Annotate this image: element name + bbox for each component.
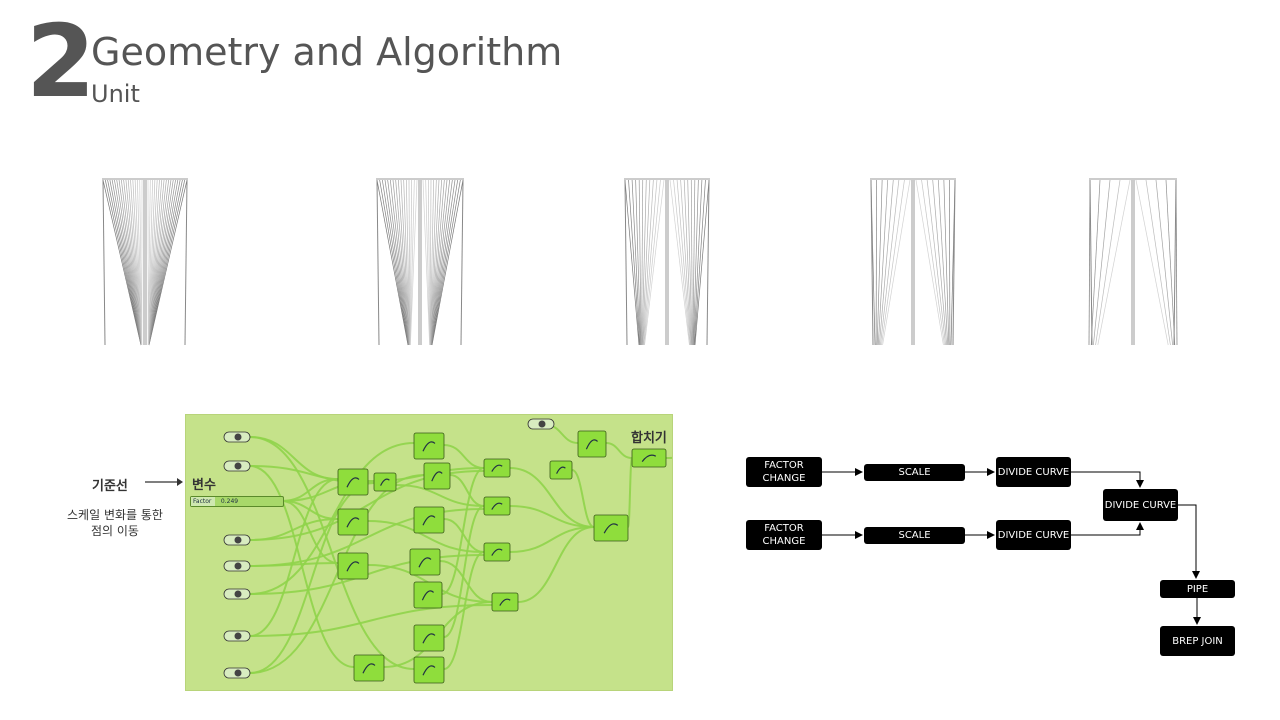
section-subtitle: Unit — [91, 80, 140, 108]
section-number: 2 — [26, 3, 96, 120]
unit-render-5 — [1087, 176, 1179, 348]
pipe-node: PIPE — [1160, 580, 1235, 598]
unit-render-4 — [868, 176, 958, 348]
unit-render-1 — [100, 176, 190, 348]
slider-name: Factor — [191, 497, 215, 506]
unit-render-2 — [374, 176, 466, 348]
divide-curve-node-1: DIVIDE CURVE — [996, 457, 1071, 487]
reference-line-label: 기준선 — [92, 479, 128, 494]
scale-node-2: SCALE — [864, 527, 965, 544]
scale-note: 스케일 변화를 통한 점의 이동 — [67, 508, 163, 538]
unit-render-3 — [622, 176, 712, 348]
section-title: Geometry and Algorithm — [91, 30, 563, 74]
variable-label: 변수 — [192, 478, 216, 493]
factor-change-node-2: FACTOR CHANGE — [746, 520, 822, 550]
scale-node-1: SCALE — [864, 464, 965, 481]
divide-curve-node-merge: DIVIDE CURVE — [1103, 489, 1178, 521]
slider-value: 0.249 — [220, 498, 239, 505]
factor-change-node-1: FACTOR CHANGE — [746, 457, 822, 487]
grasshopper-canvas[interactable]: 변수 합치기 Factor 0.249 — [185, 414, 673, 691]
divide-curve-node-2: DIVIDE CURVE — [996, 520, 1071, 550]
merge-label: 합치기 — [631, 431, 667, 446]
brep-join-node: BREP JOIN — [1160, 626, 1235, 656]
factor-slider[interactable]: Factor 0.249 — [190, 496, 284, 507]
arrow-right-icon — [145, 478, 183, 486]
